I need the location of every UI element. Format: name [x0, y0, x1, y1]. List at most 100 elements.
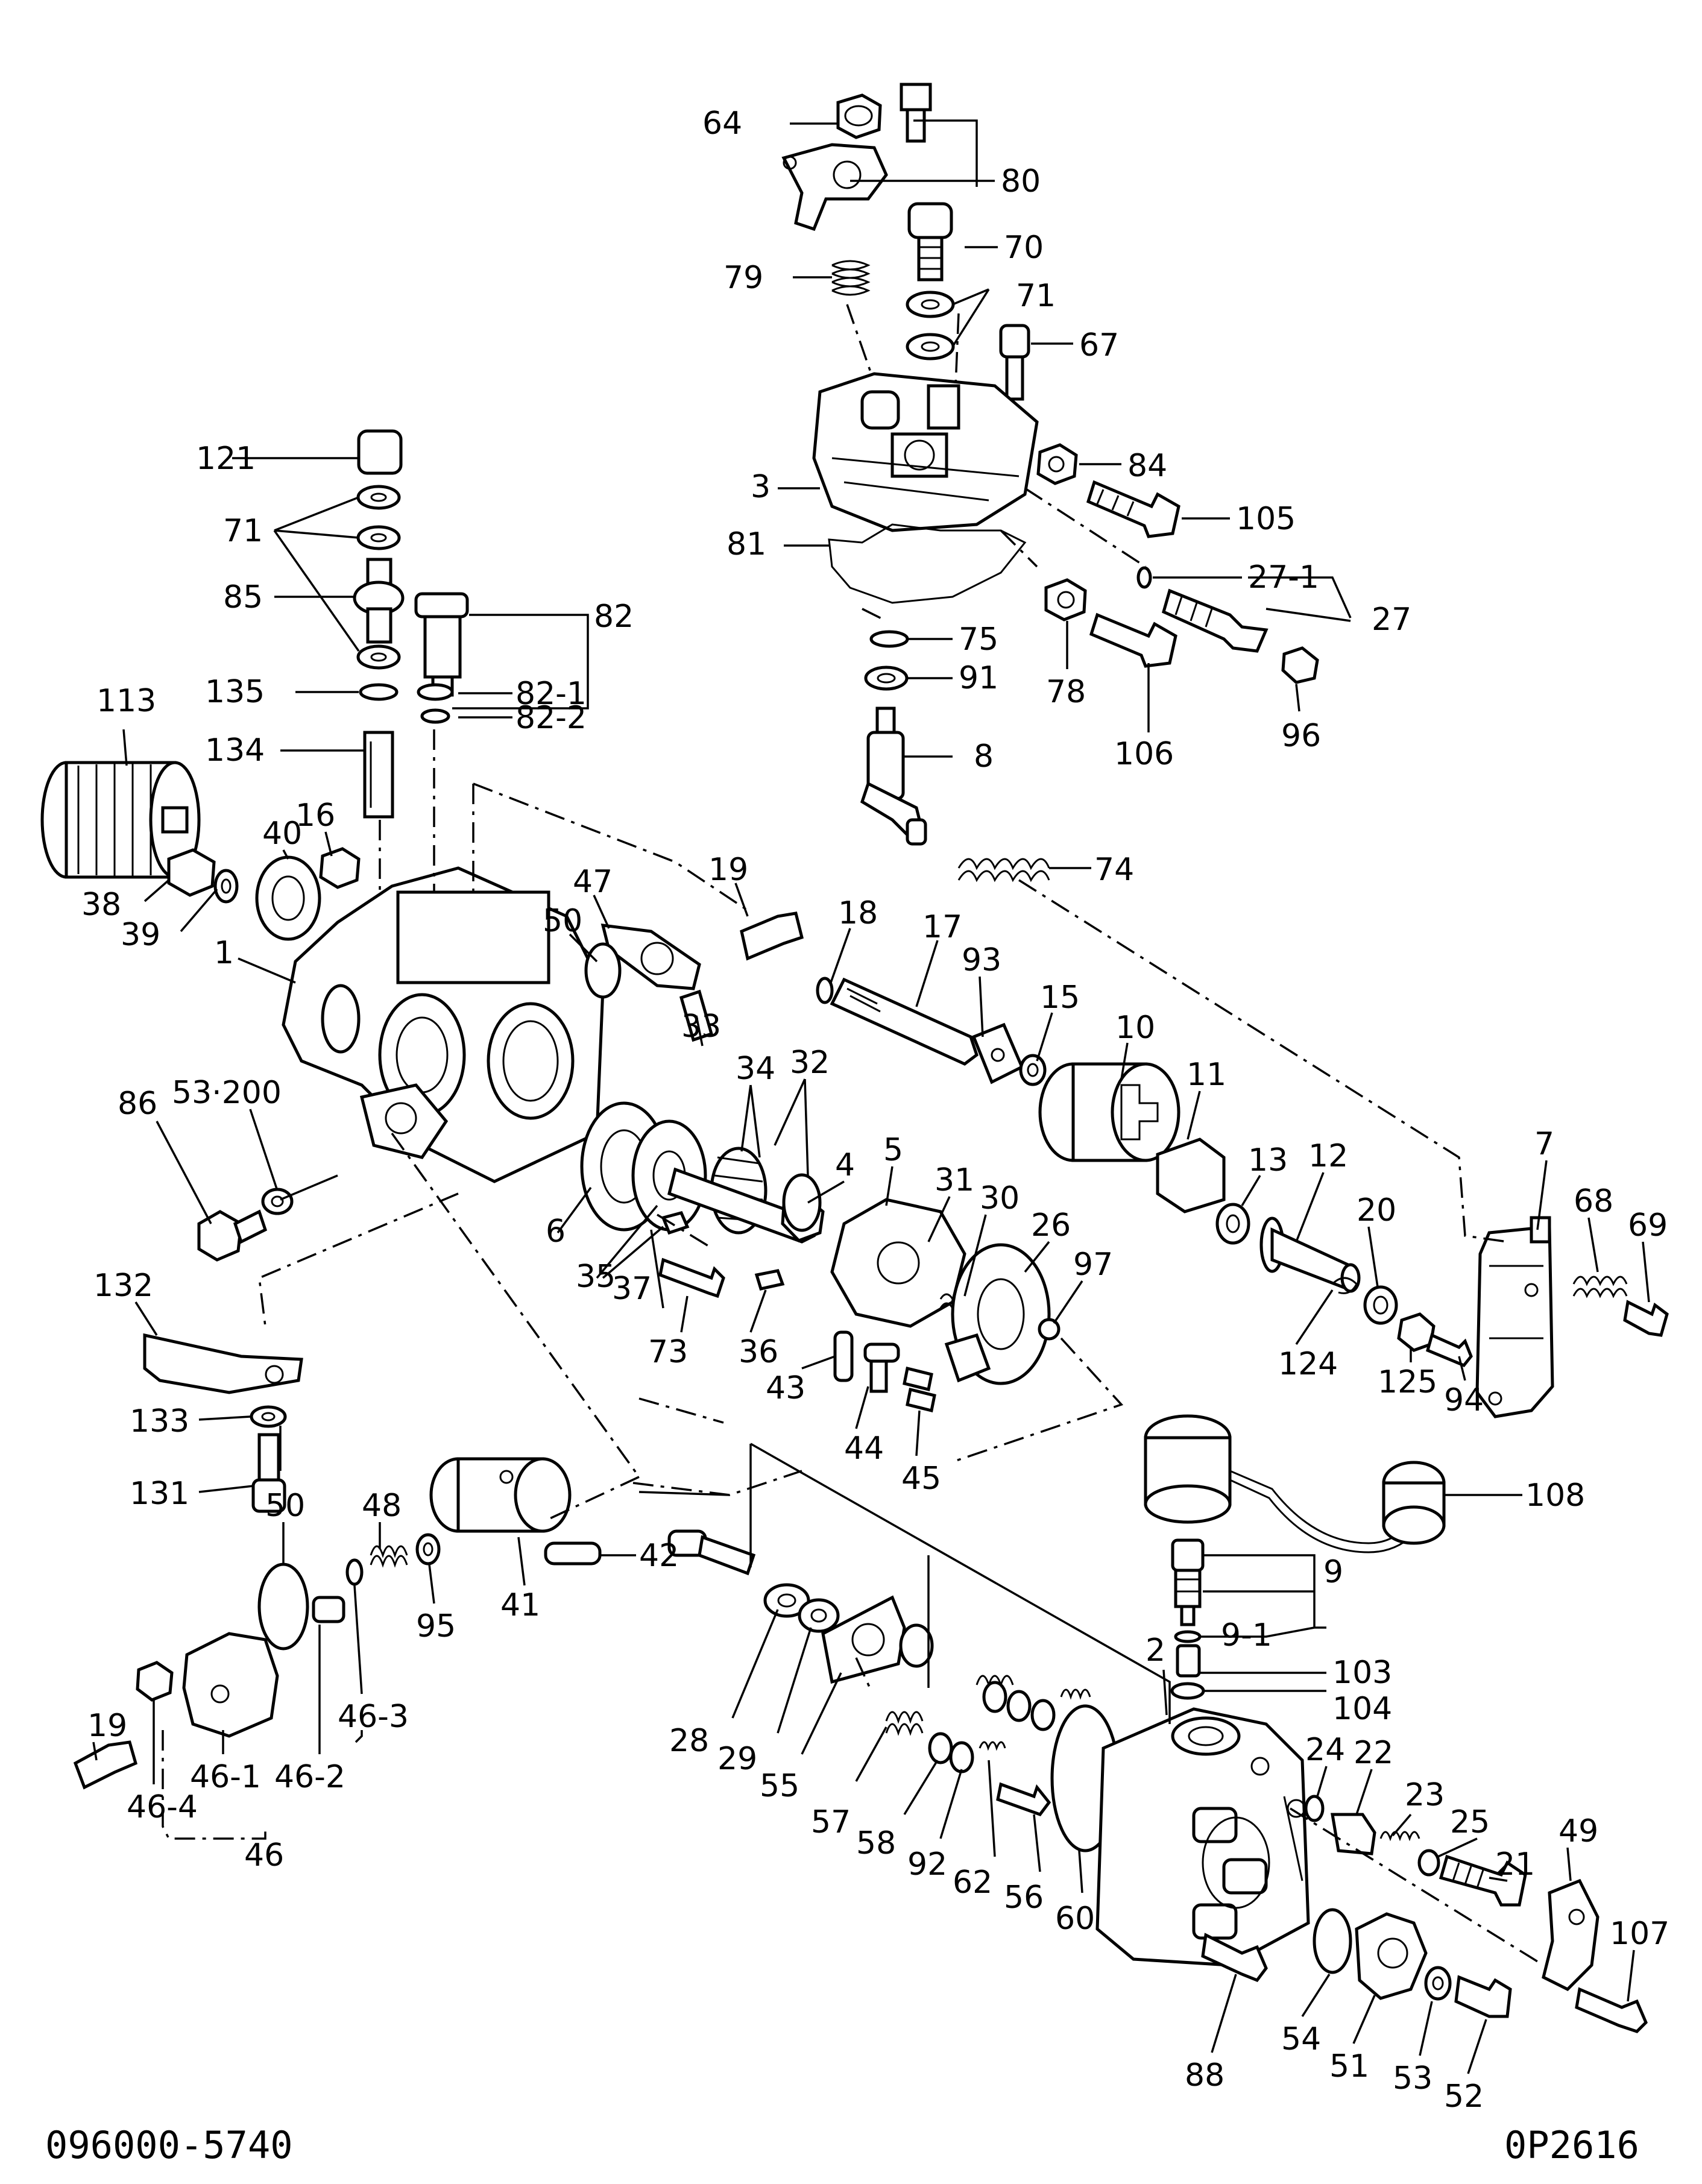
label-28: 28 — [669, 1723, 709, 1759]
part-82-delivery-valve — [414, 592, 469, 697]
part-37-key — [661, 1211, 690, 1235]
label-53: 53 — [1393, 2060, 1433, 2097]
label-94: 94 — [1444, 1382, 1484, 1418]
label-125: 125 — [1378, 1364, 1437, 1400]
label-95: 95 — [416, 1608, 456, 1644]
part-29-washer — [798, 1598, 840, 1633]
label-132: 132 — [93, 1268, 153, 1304]
label-73: 73 — [648, 1334, 688, 1370]
part-79-spring — [831, 260, 871, 296]
label-25: 25 — [1450, 1804, 1490, 1840]
label-46-3: 46-3 — [338, 1699, 409, 1735]
part-10-sleeve — [1038, 1062, 1180, 1162]
part-57-spring — [885, 1711, 924, 1736]
label-38: 38 — [81, 887, 121, 923]
part-20-collar — [1363, 1285, 1398, 1325]
part-105-bolt — [1086, 480, 1180, 538]
part-94-pin — [1425, 1333, 1473, 1368]
label-50-lower: 50 — [265, 1488, 305, 1524]
part-50-oring — [584, 942, 622, 999]
part-upper-springs — [975, 1675, 1091, 1700]
part-91-washer — [864, 666, 909, 691]
label-36: 36 — [739, 1334, 778, 1370]
part-5-cam-disc — [830, 1198, 966, 1328]
document-code: 096000-5740 — [45, 2123, 293, 2167]
part-131-bolt — [251, 1433, 286, 1513]
label-18: 18 — [838, 895, 878, 931]
label-53-200: 53·200 — [172, 1075, 282, 1111]
label-88: 88 — [1185, 2057, 1224, 2094]
label-131: 131 — [130, 1476, 189, 1512]
part-95-washer — [415, 1533, 441, 1566]
part-67-bolt — [999, 324, 1030, 401]
label-48: 48 — [362, 1488, 402, 1524]
label-71-left: 71 — [223, 513, 263, 549]
label-1: 1 — [214, 935, 234, 971]
label-35: 35 — [576, 1259, 616, 1295]
label-29: 29 — [717, 1741, 757, 1777]
label-91: 91 — [959, 660, 998, 696]
part-labels: 64 80 70 79 71 67 84 3 105 81 27-1 27 75… — [81, 105, 1669, 2115]
label-42: 42 — [639, 1538, 679, 1574]
part-48-spring — [370, 1545, 408, 1568]
part-74-spring — [957, 858, 1050, 883]
label-40: 40 — [262, 816, 302, 852]
part-cam-pin — [667, 1529, 756, 1576]
label-108: 108 — [1525, 1478, 1585, 1514]
part-27-1-oring — [1136, 566, 1152, 589]
part-107-bolt — [1575, 1987, 1648, 2033]
part-78-nut — [1044, 578, 1087, 622]
part-85-screw — [353, 558, 405, 644]
label-31: 31 — [935, 1162, 974, 1198]
part-15-washer — [1019, 1054, 1047, 1086]
part-82-2-oring — [420, 708, 450, 724]
label-8: 8 — [974, 738, 994, 775]
label-70: 70 — [1004, 230, 1044, 266]
label-79: 79 — [723, 260, 763, 296]
part-52-bolt — [1454, 1975, 1512, 2018]
label-67: 67 — [1079, 327, 1119, 363]
label-23: 23 — [1405, 1777, 1445, 1813]
part-46-2-plug — [312, 1596, 345, 1623]
label-58: 58 — [856, 1825, 896, 1861]
label-46-4: 46-4 — [127, 1789, 198, 1825]
part-36-key — [754, 1269, 785, 1291]
label-30: 30 — [980, 1180, 1020, 1216]
label-103: 103 — [1332, 1655, 1392, 1691]
part-49-bracket — [1542, 1878, 1600, 1992]
part-71-washers-top — [906, 291, 955, 360]
part-54-oring — [1313, 1908, 1352, 1974]
part-16-nut — [319, 847, 361, 889]
part-64-nut — [836, 93, 882, 139]
part-82-1-oring — [417, 683, 454, 701]
part-35-disc — [631, 1119, 707, 1232]
label-13: 13 — [1248, 1142, 1288, 1179]
label-105: 105 — [1236, 501, 1296, 537]
label-44: 44 — [844, 1430, 884, 1467]
part-96-cap-nut — [1281, 646, 1319, 684]
label-46-1: 46-1 — [190, 1759, 261, 1795]
label-34: 34 — [736, 1051, 775, 1087]
label-47: 47 — [573, 864, 613, 900]
part-27-adjust-screw — [1162, 588, 1269, 653]
label-7: 7 — [1534, 1126, 1554, 1162]
part-23-spring — [1379, 1831, 1420, 1842]
part-1-pump-housing — [282, 866, 605, 1183]
part-40-bearing — [255, 855, 321, 941]
part-2-distributor-head — [1095, 1707, 1310, 1967]
label-15: 15 — [1040, 980, 1080, 1016]
part-24-washer — [1304, 1795, 1325, 1822]
part-103-nozzle — [1176, 1644, 1201, 1678]
part-88-bolt — [1201, 1933, 1268, 1983]
label-37: 37 — [612, 1271, 652, 1307]
label-20: 20 — [1357, 1192, 1396, 1229]
part-58-92-washers — [928, 1681, 1056, 1773]
part-70-screw — [907, 202, 953, 282]
label-107: 107 — [1610, 1916, 1669, 1952]
figure-reference: 0P2616 — [1504, 2123, 1639, 2167]
label-24: 24 — [1305, 1732, 1345, 1768]
part-9-1-oring — [1174, 1630, 1202, 1643]
label-12: 12 — [1308, 1138, 1348, 1174]
part-80-bolt-bracket — [781, 83, 932, 231]
label-27: 27 — [1372, 602, 1411, 638]
